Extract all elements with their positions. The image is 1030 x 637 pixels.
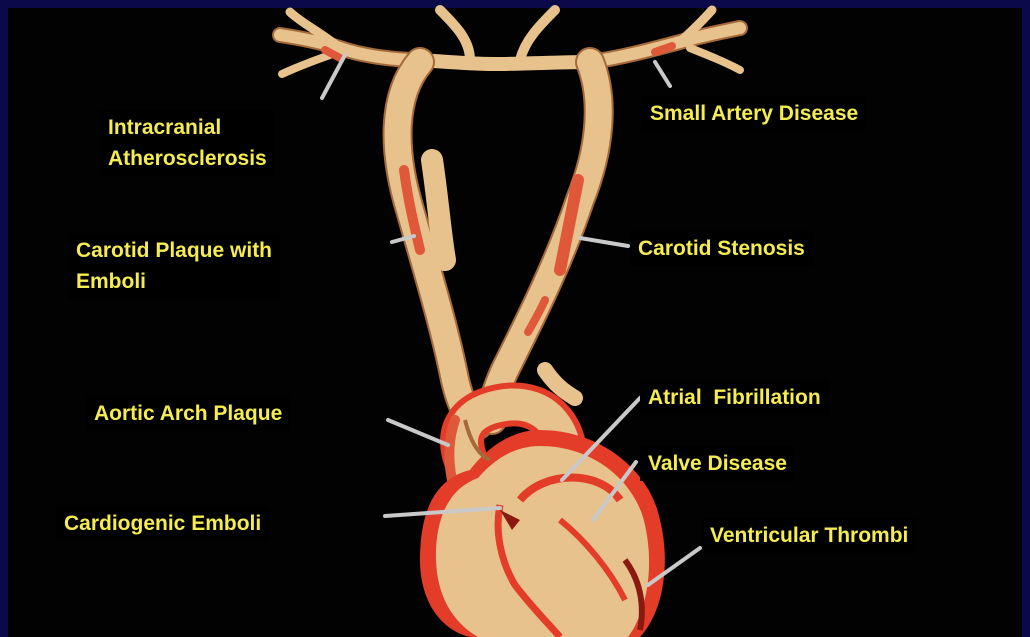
central-cerebral-branches xyxy=(420,10,590,64)
label-intracranial-line2: Atherosclerosis xyxy=(108,143,267,174)
left-intracranial-branches xyxy=(280,12,420,74)
label-carotid-plaque-line2: Emboli xyxy=(76,266,272,297)
label-valve-text: Valve Disease xyxy=(648,448,787,479)
label-aortic-arch-plaque: Aortic Arch Plaque xyxy=(86,396,290,431)
right-carotid-artery xyxy=(492,62,599,420)
right-intracranial-branches xyxy=(590,10,740,70)
pointer-aortic-arch xyxy=(388,420,448,445)
pointer-carotid-stenosis xyxy=(580,238,628,246)
label-atrial-fibrillation: Atrial Fibrillation xyxy=(640,380,829,415)
label-cardiogenic-text: Cardiogenic Emboli xyxy=(64,508,261,539)
label-intracranial-atherosclerosis: Intracranial Atherosclerosis xyxy=(100,110,275,176)
label-carotid-stenosis-text: Carotid Stenosis xyxy=(638,233,805,264)
label-cardiogenic-emboli: Cardiogenic Emboli xyxy=(56,506,269,541)
label-aortic-arch-text: Aortic Arch Plaque xyxy=(94,398,282,429)
label-atrial-fib-text: Atrial Fibrillation xyxy=(648,382,821,413)
label-ventricular-thrombi: Ventricular Thrombi xyxy=(702,518,916,553)
label-ventricular-text: Ventricular Thrombi xyxy=(710,520,908,551)
label-carotid-plaque-emboli: Carotid Plaque with Emboli xyxy=(68,233,280,299)
pointer-intracranial xyxy=(322,55,345,98)
left-carotid-artery xyxy=(398,62,478,425)
label-small-artery-disease: Small Artery Disease xyxy=(642,96,866,131)
label-carotid-stenosis: Carotid Stenosis xyxy=(630,231,813,266)
label-valve-disease: Valve Disease xyxy=(640,446,795,481)
label-intracranial-line1: Intracranial xyxy=(108,112,267,143)
label-carotid-plaque-line1: Carotid Plaque with xyxy=(76,235,272,266)
label-small-artery-text: Small Artery Disease xyxy=(650,98,858,129)
pointer-small-artery xyxy=(655,62,670,86)
